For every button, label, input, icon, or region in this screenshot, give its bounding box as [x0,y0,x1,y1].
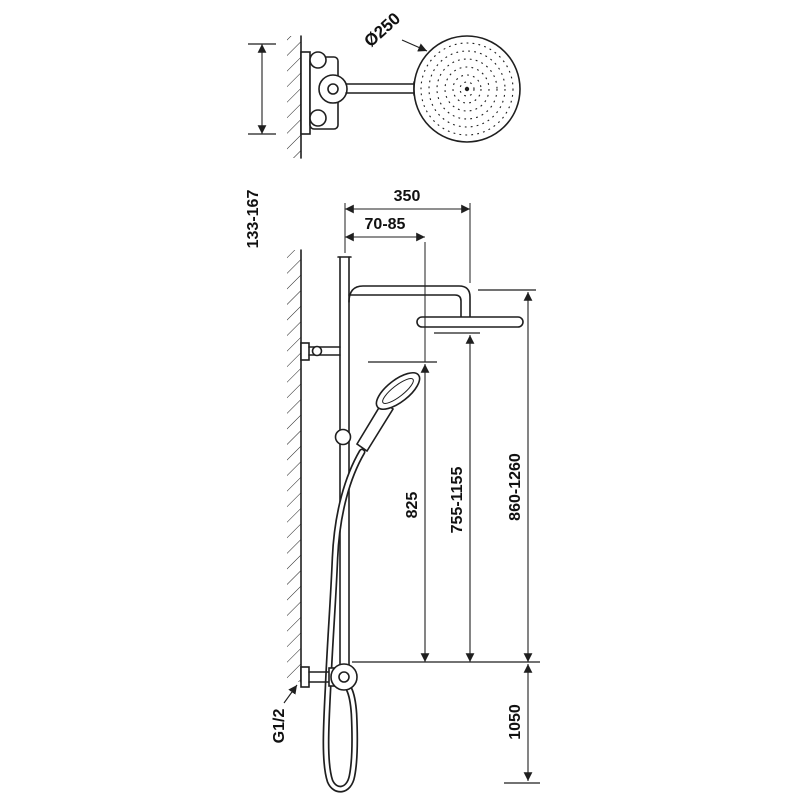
inlet-spacing-label: 133-167 [245,190,262,249]
shower-column [337,256,352,668]
dimension-handshower-height: 825 [368,361,437,662]
shower-arm-top-view [345,81,415,96]
label-connection-thread: G1/2 [271,684,298,744]
rain-head-top-view [413,35,521,143]
valve-body-top-view [300,51,348,135]
bottom-connector [300,663,358,691]
dimension-head-height-range: 755-1155 [434,332,480,662]
head-height-range-label: 755-1155 [449,467,466,534]
head-diameter-label: Ø250 [361,9,405,51]
column-height-range-label: 860-1260 [507,453,524,521]
detail-view: 133-167 Ø250 [245,9,521,249]
label-head-diameter: Ø250 [361,9,428,52]
arm-reach-label: 350 [394,188,421,205]
dimension-handshower-offset: 70-85 [345,216,426,362]
shower-hose [322,448,366,793]
hand-shower [334,371,421,453]
dimension-inlet-height: 1050 [504,664,540,784]
wall-section-main [287,249,302,683]
handshower-height-label: 825 [404,492,421,519]
wall-bracket [300,342,341,361]
handshower-offset-label: 70-85 [365,216,406,233]
rain-head-side-view [416,316,524,328]
dimension-arm-reach: 350 [344,188,471,283]
shower-arm-side-view [348,285,471,318]
hand-shower-holder [334,428,352,446]
dimension-column-height-range: 860-1260 [478,289,536,662]
connection-thread-label: G1/2 [271,709,288,744]
dimension-inlet-spacing: 133-167 [245,43,276,249]
inlet-height-label: 1050 [507,704,524,740]
wall-section-top [287,35,302,159]
main-view: 350 70-85 825 755-1155 860-1260 [271,188,540,793]
